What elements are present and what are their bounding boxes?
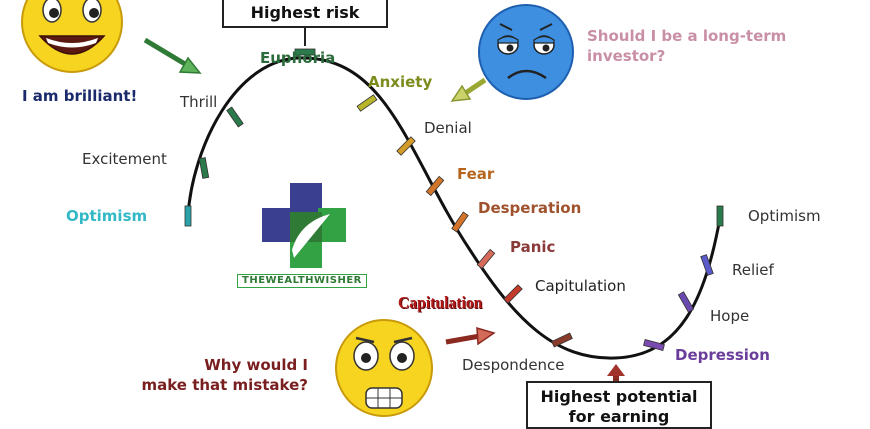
stage-tick-14 — [716, 205, 724, 227]
stage-label-optimism: Optimism — [66, 207, 148, 225]
smiling-face-icon — [21, 0, 123, 73]
stage-tick-4 — [356, 94, 378, 112]
stage-label-hope: Hope — [710, 307, 750, 325]
market-cycle-diagram: Highest risk Highest potential for earni… — [21, 0, 821, 429]
stage-tick-5 — [396, 136, 416, 156]
stage-label-despondence: Despondence — [462, 356, 565, 374]
stage-label-euphoria: Euphoria — [260, 49, 336, 67]
stage-tick-9 — [503, 284, 523, 304]
stage-tick-7 — [451, 211, 469, 233]
stage-tick-1 — [198, 157, 210, 179]
stage-label-panic: Panic — [510, 238, 556, 256]
long-term-quote-line1: Should I be a long-term — [587, 27, 787, 45]
arrow-to-capitulation-icon — [445, 326, 496, 346]
stage-tick-3 — [294, 48, 316, 56]
long-term-quote: Should I be a long-term investor? — [587, 26, 786, 66]
brilliant-quote: I am brilliant! — [22, 87, 138, 105]
arrow-to-euphoria-icon — [143, 37, 202, 74]
stage-label-desperation: Desperation — [478, 199, 582, 217]
stage-tick-12 — [677, 291, 695, 313]
stage-label-fear: Fear — [457, 165, 495, 183]
logo-wordmark: TheWealthWisher — [237, 274, 367, 288]
stage-label-anxiety: Anxiety — [368, 73, 433, 91]
arrow-to-anxiety-icon — [450, 77, 487, 102]
highest-risk-label: Highest risk — [250, 3, 360, 22]
stage-label-excitement: Excitement — [82, 150, 167, 168]
stage-label-optimism: Optimism — [748, 207, 821, 225]
long-term-quote-line2: investor? — [587, 47, 666, 65]
stage-tick-13 — [700, 254, 714, 276]
stage-tick-2 — [226, 106, 244, 128]
mistake-quote: Why would I make that mistake? — [110, 355, 308, 395]
stage-tick-11 — [643, 339, 665, 351]
worried-face-icon — [478, 4, 574, 100]
stage-label-thrill: Thrill — [180, 93, 218, 111]
stage-label-relief: Relief — [732, 261, 774, 279]
highest-risk-box: Highest risk — [222, 0, 388, 28]
stage-tick-10 — [551, 332, 573, 348]
stage-label-denial: Denial — [424, 119, 472, 137]
highest-potential-box: Highest potential for earning — [526, 381, 712, 429]
stage-tick-6 — [425, 175, 445, 197]
stage-tick-8 — [476, 248, 496, 270]
stage-tick-0 — [184, 205, 192, 227]
thewealthwisher-logo — [262, 183, 346, 268]
highest-potential-line2: for earning — [568, 407, 670, 426]
stage-label-depression: Depression — [675, 346, 770, 364]
market-cycle-curve-svg — [21, 0, 724, 417]
mistake-quote-line2: make that mistake? — [141, 376, 308, 394]
highest-potential-line1: Highest potential — [540, 387, 698, 406]
stage-label-capitulation: Capitulation — [535, 277, 626, 295]
mistake-quote-line1: Why would I — [204, 356, 308, 374]
shocked-face-icon — [335, 319, 433, 417]
capitulation-banner: Capitulation — [398, 293, 483, 312]
